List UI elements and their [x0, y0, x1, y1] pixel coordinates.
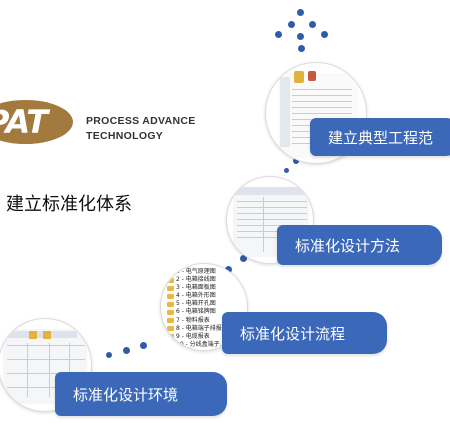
tree-item: 2 - 电箱接线图 — [167, 276, 228, 284]
tree-item: 4 - 电箱外形图 — [167, 292, 228, 300]
decor-dot — [309, 21, 316, 28]
tree-item: 1 - 电气原理图 — [167, 268, 228, 276]
folder-icon — [167, 326, 174, 332]
step-button-design-method[interactable]: 标准化设计方法 — [277, 225, 442, 265]
decor-dot — [275, 31, 282, 38]
folder-icon — [167, 269, 174, 275]
step-button-design-environment[interactable]: 标准化设计环境 — [55, 372, 227, 416]
folder-icon — [167, 277, 174, 283]
folder-icon — [167, 301, 174, 307]
path-dot — [284, 168, 289, 173]
step-label: 标准化设计方法 — [295, 236, 401, 255]
folder-icon — [167, 318, 174, 324]
folder-icon — [167, 334, 174, 340]
folder-icon — [167, 293, 174, 299]
folder-icon — [167, 285, 174, 291]
company-name-line1: PROCESS ADVANCE — [86, 115, 196, 127]
step-label: 标准化设计环境 — [73, 385, 179, 404]
brand-logo-text: PAT — [0, 103, 48, 141]
path-dot — [140, 342, 147, 349]
path-dot — [123, 347, 130, 354]
step2-screenshot — [226, 176, 314, 264]
step-label: 建立典型工程范 — [328, 128, 434, 147]
company-name: PROCESS ADVANCE TECHNOLOGY — [86, 114, 196, 144]
company-name-line2: TECHNOLOGY — [86, 130, 164, 142]
decor-dot — [321, 31, 328, 38]
tree-item: 5 - 电箱开孔图 — [167, 300, 228, 308]
tree-item: 9 - 电缆报表 — [167, 333, 228, 341]
tree-item: 8 - 电箱端子排报表 — [167, 325, 228, 333]
step-button-design-process[interactable]: 标准化设计流程 — [222, 312, 387, 354]
brand-logo — [0, 100, 73, 144]
path-dot — [240, 255, 247, 262]
path-dot — [293, 158, 299, 164]
tree-item: 3 - 电箱面板图 — [167, 284, 228, 292]
folder-icon — [167, 310, 174, 316]
tree-item: 10 - 分线盒端子... — [167, 341, 228, 349]
decor-dot — [297, 9, 304, 16]
step-button-typical-project[interactable]: 建立典型工程范 — [310, 118, 450, 156]
decor-dot — [298, 45, 305, 52]
tree-item: 7 - 物料报表 — [167, 317, 228, 325]
decor-dot — [288, 21, 295, 28]
step-label: 标准化设计流程 — [240, 324, 346, 343]
folder-icon — [167, 342, 174, 348]
decor-dot — [297, 33, 304, 40]
path-dot — [106, 352, 112, 358]
tree-item: 6 - 电箱铭牌图 — [167, 308, 228, 316]
page-title: 建立标准化体系 — [6, 194, 132, 215]
